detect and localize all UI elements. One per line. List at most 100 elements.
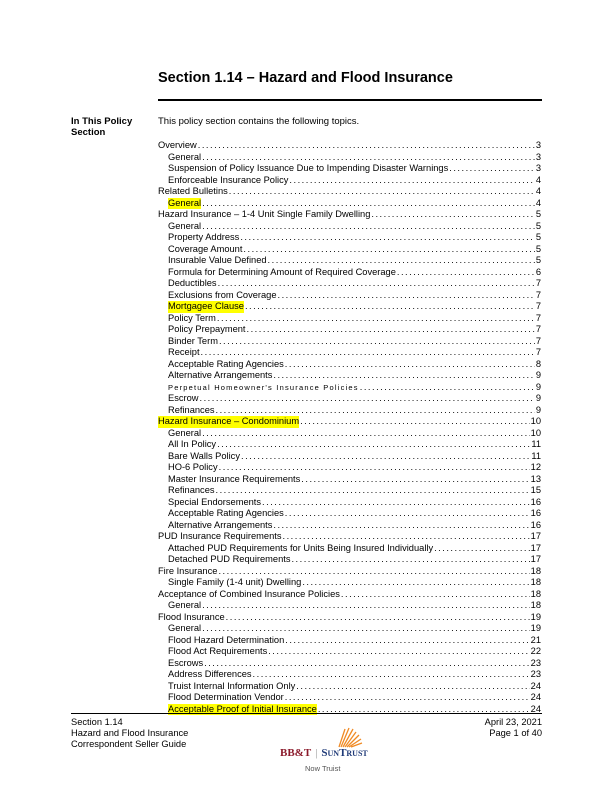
toc-entry-page[interactable]: 17 (530, 554, 541, 564)
toc-entry-page[interactable]: 9 (535, 393, 541, 403)
toc-entry-label[interactable]: Escrows (168, 657, 204, 668)
toc-entry-page[interactable]: 24 (530, 680, 541, 691)
toc-entry-label[interactable]: Overview (158, 140, 197, 150)
toc-entry[interactable]: Hazard Insurance – 1-4 Unit Single Famil… (158, 209, 541, 221)
toc-entry-page[interactable]: 5 (535, 255, 541, 265)
toc-entry[interactable]: Flood Act Requirements22 (158, 646, 541, 658)
toc-entry-page[interactable]: 7 (535, 289, 541, 300)
toc-entry[interactable]: Master Insurance Requirements 13 (158, 474, 541, 486)
toc-entry-label[interactable]: General (168, 600, 202, 610)
toc-entry[interactable]: General18 (158, 600, 541, 612)
toc-entry[interactable]: Escrow9 (158, 393, 541, 405)
toc-entry-label[interactable]: Fire Insurance (158, 565, 218, 576)
toc-entry-page[interactable]: 7 (535, 301, 541, 311)
toc-entry[interactable]: Overview 3 (158, 140, 541, 152)
toc-entry[interactable]: Enforceable Insurance Policy 4 (158, 175, 541, 187)
toc-entry[interactable]: Perpetual Homeowner's Insurance Policies… (158, 382, 541, 394)
toc-entry-label[interactable]: General (168, 197, 202, 209)
toc-entry-page[interactable]: 11 (531, 450, 541, 461)
toc-entry[interactable]: Property Address 5 (158, 232, 541, 244)
toc-entry-page[interactable]: 3 (535, 151, 541, 162)
toc-entry[interactable]: General 3 (158, 152, 541, 164)
toc-entry-label[interactable]: Policy Term (168, 312, 216, 323)
toc-entry-page[interactable]: 9 (535, 381, 541, 392)
toc-entry-label[interactable]: Mortgagee Clause (168, 301, 244, 313)
toc-entry[interactable]: General 10 (158, 428, 541, 440)
toc-entry[interactable]: Mortgagee Clause 7 (158, 301, 541, 313)
toc-entry[interactable]: All In Policy11 (158, 439, 541, 451)
toc-entry[interactable]: Refinances 15 (158, 485, 541, 497)
toc-entry-label[interactable]: PUD Insurance Requirements (158, 531, 282, 541)
toc-entry-label[interactable]: Enforceable Insurance Policy (168, 174, 289, 185)
toc-entry-page[interactable]: 5 (535, 209, 541, 219)
toc-entry[interactable]: General5 (158, 221, 541, 233)
toc-entry[interactable]: Refinances 9 (158, 405, 541, 417)
toc-entry[interactable]: Formula for Determining Amount of Requir… (158, 267, 541, 279)
toc-entry-page[interactable]: 18 (530, 565, 541, 576)
toc-entry-page[interactable]: 5 (535, 232, 541, 242)
toc-entry-page[interactable]: 4 (535, 186, 541, 196)
toc-entry-page[interactable]: 9 (535, 404, 541, 415)
toc-entry[interactable]: Truist Internal Information Only24 (158, 681, 541, 693)
toc-entry[interactable]: Policy Prepayment7 (158, 324, 541, 336)
toc-entry[interactable]: Acceptable Rating Agencies 16 (158, 508, 541, 520)
toc-entry-label[interactable]: General (168, 151, 202, 162)
toc-entry-label[interactable]: Acceptable Rating Agencies (168, 508, 284, 518)
toc-entry-label[interactable]: Alternative Arrangements (168, 519, 273, 530)
toc-entry-page[interactable]: 7 (535, 335, 541, 346)
toc-entry-label[interactable]: Acceptable Proof of Initial Insurance (168, 703, 317, 715)
toc-entry-label[interactable]: HO-6 Policy (168, 462, 218, 472)
toc-entry-label[interactable]: Acceptable Rating Agencies (168, 358, 284, 369)
toc-entry-page[interactable]: 17 (530, 542, 541, 553)
toc-entry[interactable]: Attached PUD Requirements for Units Bein… (158, 543, 541, 555)
toc-entry-page[interactable]: 3 (535, 140, 541, 150)
toc-entry-page[interactable]: 16 (530, 508, 541, 518)
toc-entry-page[interactable]: 9 (535, 370, 541, 380)
toc-entry[interactable]: Exclusions from Coverage7 (158, 290, 541, 302)
toc-entry-page[interactable]: 10 (530, 416, 541, 426)
toc-entry-label[interactable]: Alternative Arrangements (168, 370, 273, 380)
toc-entry[interactable]: Suspension of Policy Issuance Due to Imp… (158, 163, 541, 175)
toc-entry[interactable]: HO-6 Policy12 (158, 462, 541, 474)
toc-entry-label[interactable]: Property Address (168, 232, 240, 242)
toc-entry-page[interactable]: 6 (535, 266, 541, 277)
toc-entry-label[interactable]: Flood Determination Vendor (168, 692, 284, 702)
toc-entry-page[interactable]: 16 (530, 496, 541, 507)
toc-entry-page[interactable]: 7 (535, 278, 541, 288)
toc-entry-label[interactable]: Attached PUD Requirements for Units Bein… (168, 542, 434, 553)
toc-entry-page[interactable]: 10 (530, 427, 541, 438)
toc-entry-page[interactable]: 18 (530, 588, 541, 599)
toc-entry-label[interactable]: Refinances (168, 404, 215, 415)
toc-entry-label[interactable]: Detached PUD Requirements (168, 554, 291, 564)
toc-entry-label[interactable]: Receipt (168, 347, 200, 357)
toc-entry[interactable]: General19 (158, 623, 541, 635)
toc-entry-page[interactable]: 13 (530, 473, 541, 484)
toc-entry-label[interactable]: Hazard Insurance – Condominium (158, 416, 300, 428)
toc-entry[interactable]: Single Family (1-4 unit) Dwelling18 (158, 577, 541, 589)
toc-entry-page[interactable]: 16 (530, 519, 541, 530)
toc-entry-page[interactable]: 17 (530, 531, 541, 541)
toc-entry-label[interactable]: General (168, 427, 202, 438)
toc-entry[interactable]: Flood Determination Vendor24 (158, 692, 541, 704)
toc-entry-page[interactable]: 24 (530, 703, 541, 714)
toc-entry-page[interactable]: 15 (530, 485, 541, 495)
toc-entry-label[interactable]: Master Insurance Requirements (168, 473, 301, 484)
toc-entry-page[interactable]: 11 (531, 439, 541, 449)
toc-entry-page[interactable]: 7 (535, 347, 541, 357)
toc-entry-label[interactable]: Suspension of Policy Issuance Due to Imp… (168, 163, 449, 173)
toc-entry-label[interactable]: Related Bulletins (158, 186, 228, 196)
toc-entry-page[interactable]: 4 (535, 174, 541, 185)
toc-entry-label[interactable]: Refinances (168, 485, 215, 495)
toc-entry-page[interactable]: 19 (530, 623, 541, 633)
toc-entry-page[interactable]: 19 (530, 611, 541, 622)
toc-entry[interactable]: Fire Insurance 18 (158, 566, 541, 578)
toc-entry-label[interactable]: Special Endorsements (168, 496, 262, 507)
toc-entry[interactable]: Special Endorsements 16 (158, 497, 541, 509)
toc-entry-label[interactable]: General (168, 220, 202, 231)
toc-entry-page[interactable]: 8 (535, 358, 541, 369)
toc-entry[interactable]: Alternative Arrangements 16 (158, 520, 541, 532)
toc-entry[interactable]: Policy Term7 (158, 313, 541, 325)
toc-entry[interactable]: Alternative Arrangements 9 (158, 370, 541, 382)
toc-entry[interactable]: Acceptable Proof of Initial Insurance 24 (158, 703, 541, 715)
toc-entry-label[interactable]: Insurable Value Defined (168, 255, 267, 265)
